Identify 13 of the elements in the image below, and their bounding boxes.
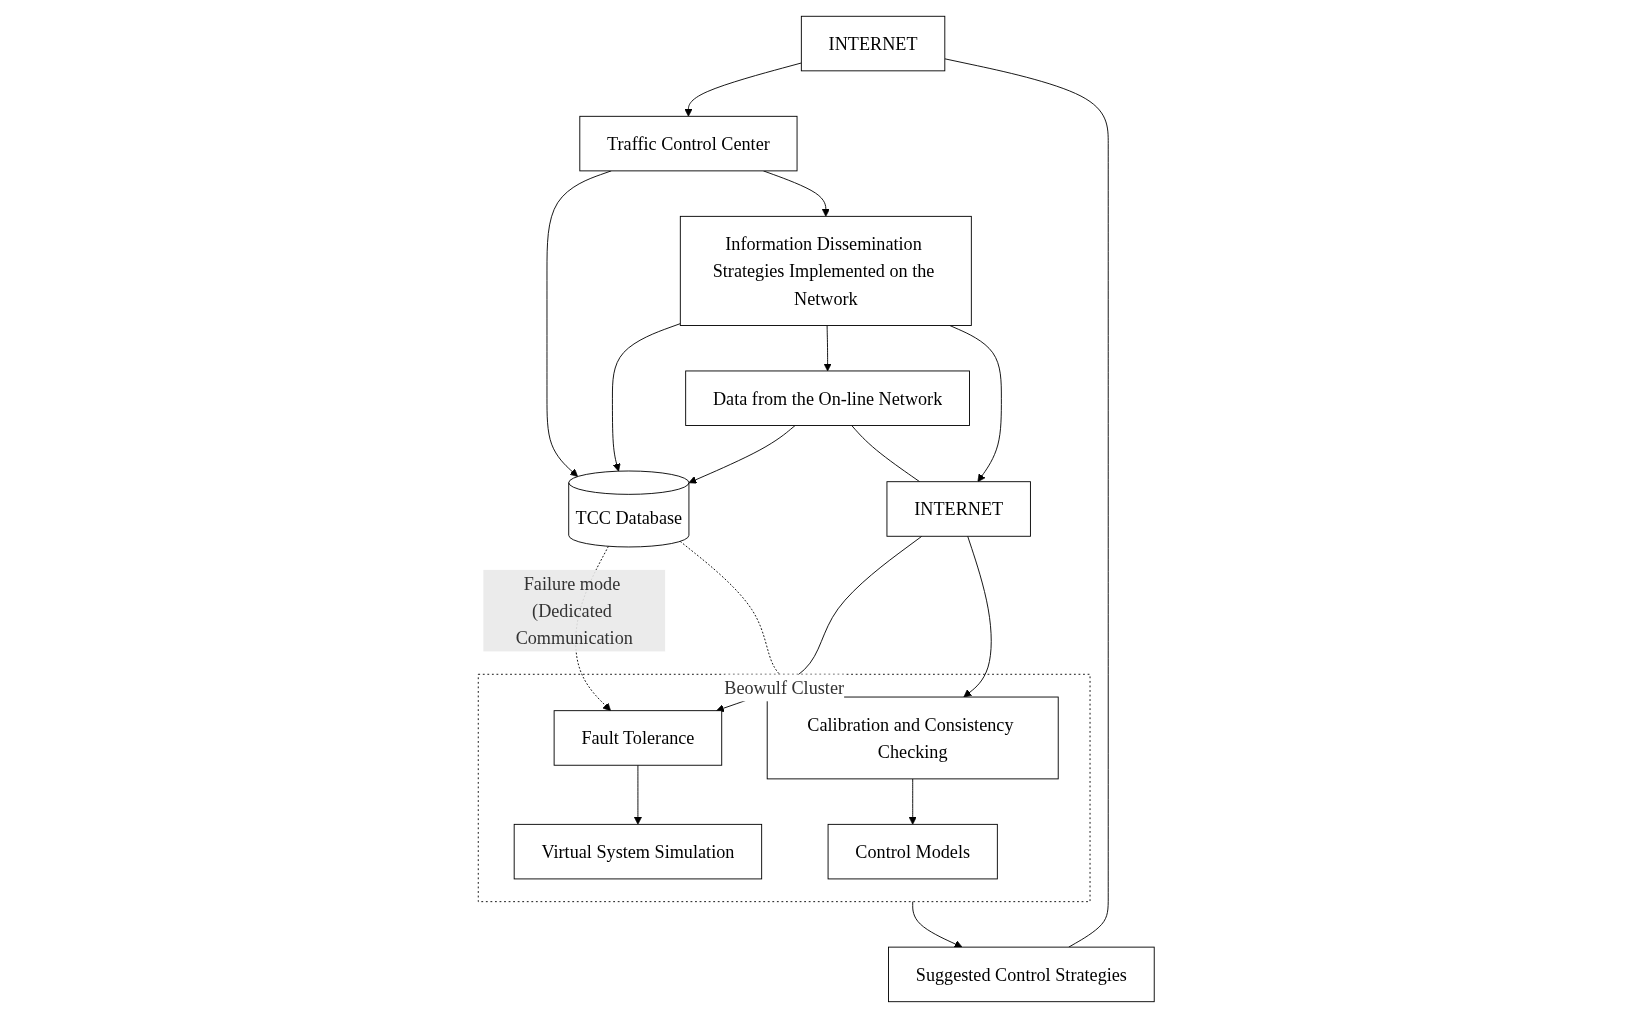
connector [851, 424, 920, 482]
node-box: Calibration and Consistency Checking [766, 696, 1059, 779]
node-box: Control Models [827, 823, 998, 879]
node-box: Virtual System Simulation [513, 823, 762, 879]
connector [944, 57, 1109, 948]
node-box: INTERNET [886, 480, 1031, 537]
node-box: Traffic Control Center [579, 115, 798, 171]
node-box: Data from the On-line Network [684, 370, 970, 426]
edge-label: Failure mode (Dedicated Communication [515, 572, 633, 648]
node-box: Information Dissemination Strategies Implemented on the Network [679, 215, 972, 326]
node-box: INTERNET [800, 15, 945, 71]
node-box: Fault Tolerance [553, 709, 722, 766]
node-box: Suggested Control Strategies [887, 946, 1155, 1002]
